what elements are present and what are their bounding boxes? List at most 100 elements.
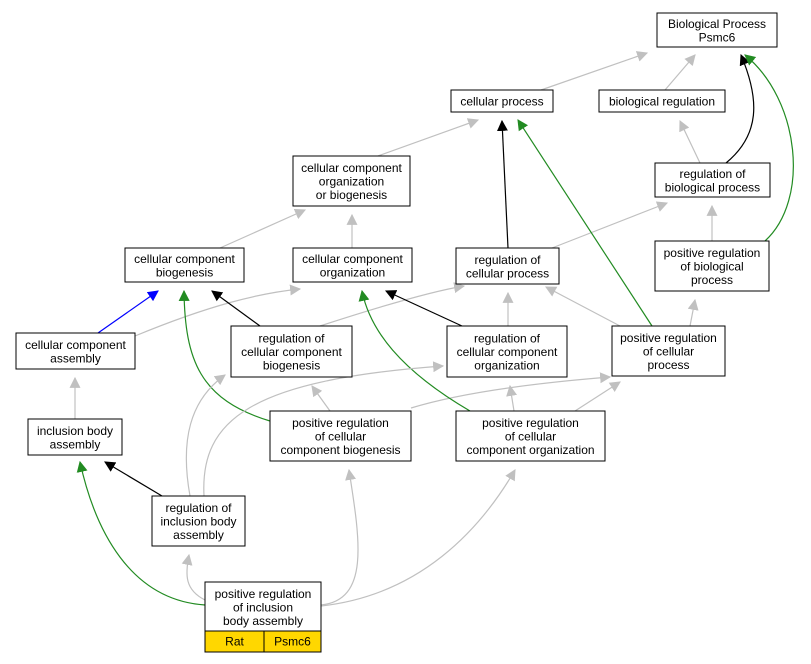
node-box [455, 247, 560, 285]
edge-pos-reg-cc-organization-to-reg-cc-organization [506, 384, 517, 412]
node-label-line: cellular component [241, 345, 342, 359]
node-label-line: organization [319, 175, 384, 189]
edge-reg-cell-process-to-cellular-process [496, 119, 509, 249]
edge-cc-assembly-to-cc-organization [134, 284, 302, 337]
legend-gene-cell [263, 630, 322, 653]
edge-pos-reg-ib-assembly-to-pos-reg-cc-biogenesis [320, 468, 359, 606]
node-box [611, 325, 726, 377]
edge-pos-reg-cc-biogenesis-to-cc-biogenesis [178, 289, 271, 422]
node-label-line: process [647, 358, 689, 372]
edge-pos-reg-ib-assembly-to-pos-reg-cc-organization [320, 469, 516, 607]
node-label-line: of cellular [643, 345, 694, 359]
node-label-line: cellular component [457, 345, 558, 359]
node-label-line: organization [320, 265, 385, 279]
node-box [230, 325, 353, 378]
node-label-line: of cellular [315, 430, 366, 444]
node-label-line: biological process [665, 180, 760, 194]
edge-pos-reg-bio-process-to-bp-root [744, 54, 794, 242]
node-label-line: regulation of [474, 332, 541, 346]
edge-reg-cc-biogenesis-to-cc-biogenesis [211, 290, 261, 327]
edge-pos-reg-cell-process-to-reg-cell-process [545, 286, 621, 327]
node-label-line: component biogenesis [280, 443, 400, 457]
node-label-line: process [691, 273, 733, 287]
node-box [598, 89, 726, 113]
node-box [124, 247, 245, 283]
node-label-line: positive regulation [664, 246, 761, 260]
node-label-line: positive regulation [215, 587, 312, 601]
node-label-line: Biological Process [668, 17, 766, 31]
node-box [455, 410, 606, 462]
edge-pos-reg-ib-assembly-to-reg-ib-assembly [181, 553, 206, 601]
node-label-line: regulation of [258, 332, 325, 346]
node-label-line: positive regulation [482, 416, 579, 430]
edge-reg-ib-assembly-to-reg-cc-biogenesis [185, 374, 226, 497]
node-label-line: cellular component [302, 252, 403, 266]
node-box [204, 581, 322, 633]
node-label-line: cellular component [301, 161, 402, 175]
node-label-line: positive regulation [292, 416, 389, 430]
node-box [656, 12, 778, 48]
edge-reg-ib-assembly-to-reg-cc-organization [203, 361, 445, 497]
node-label-line: inclusion body [160, 515, 236, 529]
edge-reg-bio-process-to-biological-regulation [679, 120, 701, 164]
node-box [27, 418, 123, 456]
node-biological-regulation[interactable]: biological regulation [598, 89, 726, 113]
edge-reg-bio-process-to-bp-root [725, 53, 755, 164]
edge-cellular-process-to-bp-root [540, 51, 649, 91]
edge-biological-regulation-to-bp-root [664, 54, 696, 91]
node-label-line: biological regulation [609, 95, 715, 109]
edge-reg-cc-biogenesis-to-reg-cell-process [319, 282, 466, 327]
annotation-legend: Rat Psmc6 [204, 630, 322, 653]
node-box [292, 247, 413, 283]
node-label-line: cellular component [25, 338, 126, 352]
node-box [292, 155, 411, 207]
node-box [654, 240, 770, 292]
node-box [446, 325, 568, 378]
node-label-line: of inclusion [233, 601, 293, 615]
edge-pos-reg-cell-process-to-pos-reg-bio-process [687, 298, 699, 327]
node-label-line: biogenesis [263, 359, 320, 373]
node-label-line: positive regulation [620, 331, 717, 345]
node-label-line: assembly [50, 351, 101, 365]
node-label-line: cellular component [134, 252, 235, 266]
node-label-line: cellular process [460, 95, 543, 109]
node-label-line: Psmc6 [699, 30, 736, 44]
edge-layer [69, 51, 794, 607]
node-label-line: or biogenesis [316, 188, 387, 202]
node-label-line: inclusion body [37, 424, 113, 438]
edge-reg-cc-organization-to-cc-organization [385, 290, 463, 327]
edge-cc-biogenesis-to-ccob [219, 209, 307, 249]
node-label-line: of biological [680, 260, 743, 274]
edge-pos-reg-cc-organization-to-pos-reg-cell-process [574, 381, 621, 412]
edge-pos-reg-ib-assembly-to-ib-assembly [76, 460, 206, 606]
node-cellular-process[interactable]: cellular process [450, 89, 554, 113]
edge-reg-cell-process-to-reg-bio-process [551, 201, 669, 249]
node-box [450, 89, 554, 113]
edge-reg-ib-assembly-to-ib-assembly [104, 461, 163, 497]
node-label-line: assembly [50, 437, 101, 451]
edge-pos-reg-cc-organization-to-cc-organization [358, 289, 471, 412]
node-box [15, 332, 136, 370]
node-box [654, 162, 771, 198]
edge-pos-reg-cell-process-to-cellular-process [517, 119, 653, 327]
edge-cc-assembly-to-cc-biogenesis [97, 290, 159, 334]
edge-ccob-to-cellular-process [377, 118, 480, 157]
